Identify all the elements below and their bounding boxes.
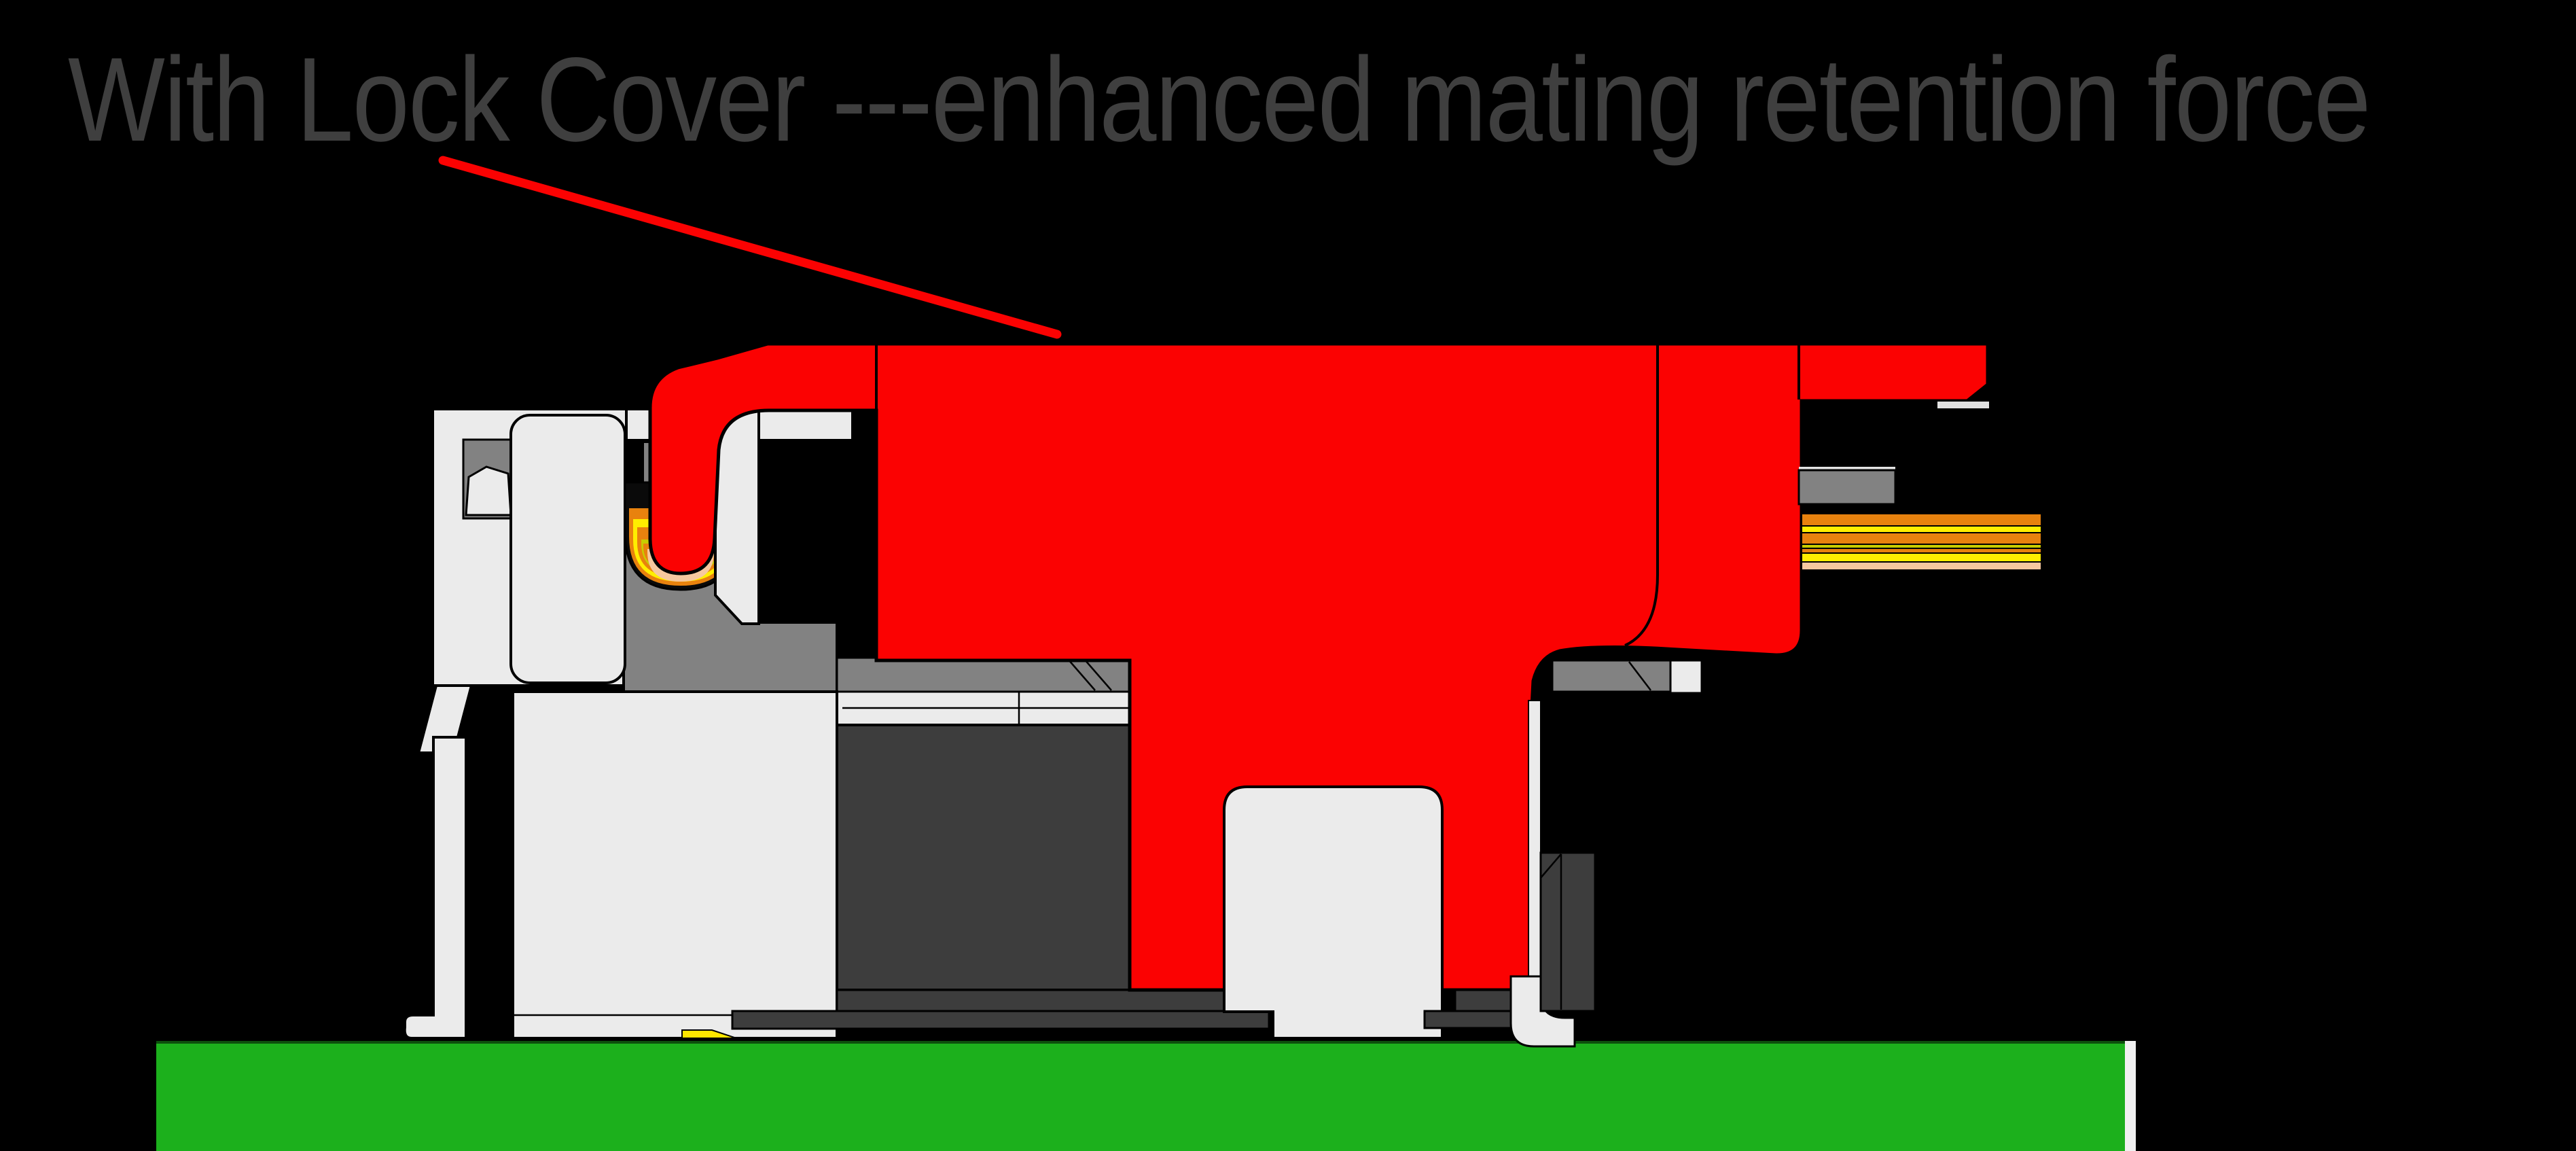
metal-leg-foot — [403, 736, 467, 1040]
red-lock-cover — [648, 342, 1990, 992]
right-wall-bevel — [1628, 661, 1651, 691]
right-dark-block-bevel — [1540, 853, 1562, 879]
annotation-title: With Lock Cover ---enhanced mating reten… — [68, 33, 2371, 166]
dark-step — [836, 989, 1232, 1012]
cable-tail-orange-3 — [1801, 548, 2042, 554]
pcb-edge-highlight — [2125, 1041, 2136, 1151]
housing-bevel-band — [836, 656, 1131, 693]
right-wall-edge-strip — [1528, 700, 1541, 977]
pcb-board — [156, 1041, 2125, 1151]
annotation-leader-line — [438, 156, 1062, 339]
bevel-line-1 — [1067, 658, 1096, 691]
under-arm-highlight — [1937, 402, 1989, 408]
housing-dark-center-block — [836, 724, 1131, 991]
stiffener-highlight — [1799, 467, 1895, 471]
lock-cover-seam-right — [1624, 345, 1659, 647]
solder-fillet — [681, 1029, 737, 1039]
dark-baseplate — [731, 1010, 1270, 1030]
cable-tail-orange-2 — [1801, 532, 2042, 545]
housing-left-lower-block — [512, 690, 838, 1040]
actuator-block — [509, 414, 626, 684]
stiffener-tab — [1797, 469, 1897, 506]
right-wall-top-band — [1551, 659, 1672, 693]
cable-tail-peach — [1801, 561, 2042, 571]
front-post-block — [1223, 785, 1444, 1040]
cable-tail-yellow-1 — [1801, 525, 2042, 533]
right-dark-block — [1539, 851, 1596, 1012]
bevel-line-2 — [1084, 658, 1112, 691]
shell-latch-tab — [465, 465, 512, 516]
right-wall-white-cap — [1669, 659, 1703, 694]
cable-tail-yellow-2 — [1801, 552, 2042, 563]
cable-tail-orange-1 — [1801, 513, 2042, 527]
socket-opening-gap — [759, 442, 837, 624]
